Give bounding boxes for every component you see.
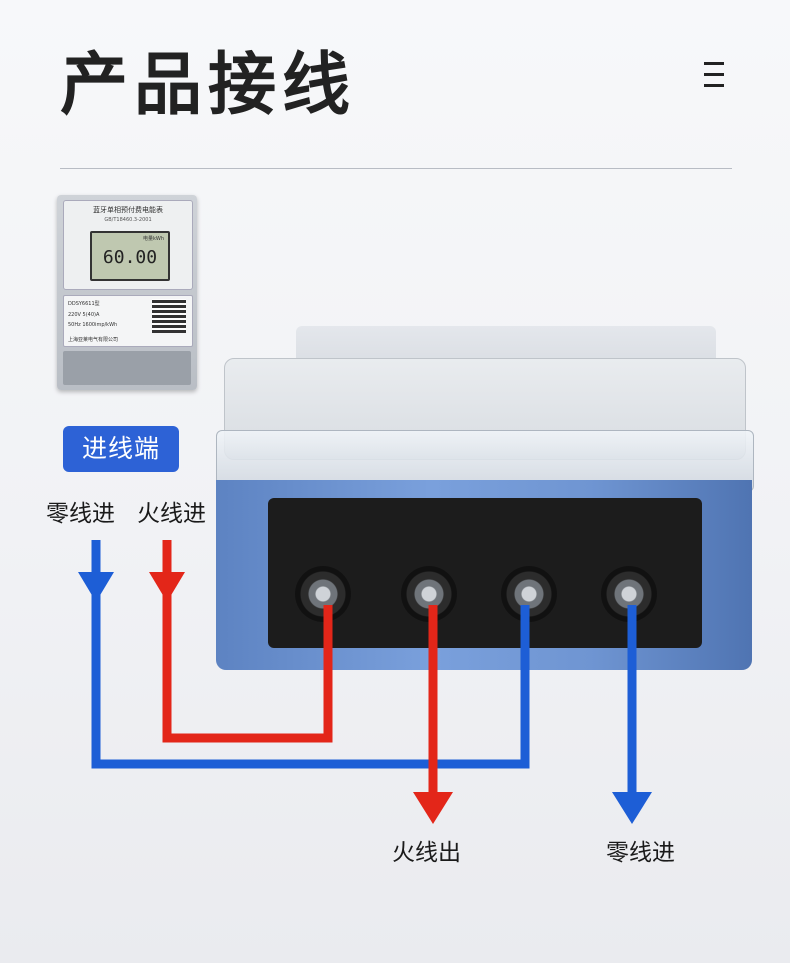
meter-lcd: 电量kWh 60.00 [90, 231, 170, 281]
live-in-wire [162, 540, 333, 743]
menu-bar [704, 84, 724, 87]
live-in-arrow [149, 572, 185, 602]
label-live-out: 火线出 [392, 840, 461, 866]
neutral-in-arrow [78, 572, 114, 602]
header-divider [60, 168, 732, 169]
label-neutral-in-bottom: 零线进 [606, 840, 675, 866]
meter-spec-frequency: 50Hz 1600imp/kWh [68, 322, 118, 328]
meter-lcd-label: 电量kWh [142, 236, 164, 242]
menu-icon[interactable] [704, 62, 724, 88]
meter-nameplate: DDSY6611型 220V 5(40)A 50Hz 1600imp/kWh 上… [63, 295, 193, 347]
meter-front-panel: 蓝牙单相预付费电能表 GB/T18460.3-2001 电量kWh 60.00 [63, 200, 193, 290]
meter-model: DDSY6611型 [68, 301, 100, 307]
label-live-in: 火线进 [137, 501, 206, 527]
inlet-badge: 进线端 [63, 426, 179, 472]
meter-standard: GB/T18460.3-2001 [104, 217, 152, 223]
page-title: 产品接线 [60, 46, 357, 125]
qr-code [152, 299, 186, 333]
meter-product-name: 蓝牙单相预付费电能表 [93, 206, 163, 214]
menu-bar [704, 62, 724, 65]
meter-spec-voltage: 220V 5(40)A [68, 312, 100, 318]
meter-terminal-cover [63, 351, 191, 385]
live-out-arrow [413, 792, 453, 824]
neutral-out-arrow [612, 792, 652, 824]
label-neutral-in: 零线进 [46, 501, 115, 527]
meter-lcd-value: 60.00 [102, 247, 158, 268]
meter-maker: 上海亚莱电气有限公司 [68, 337, 119, 343]
neutral-in-wire [91, 540, 530, 769]
menu-bar [704, 73, 724, 76]
terminal-hole-1 [295, 566, 351, 622]
meter-front-thumbnail: 蓝牙单相预付费电能表 GB/T18460.3-2001 电量kWh 60.00 … [57, 195, 197, 390]
